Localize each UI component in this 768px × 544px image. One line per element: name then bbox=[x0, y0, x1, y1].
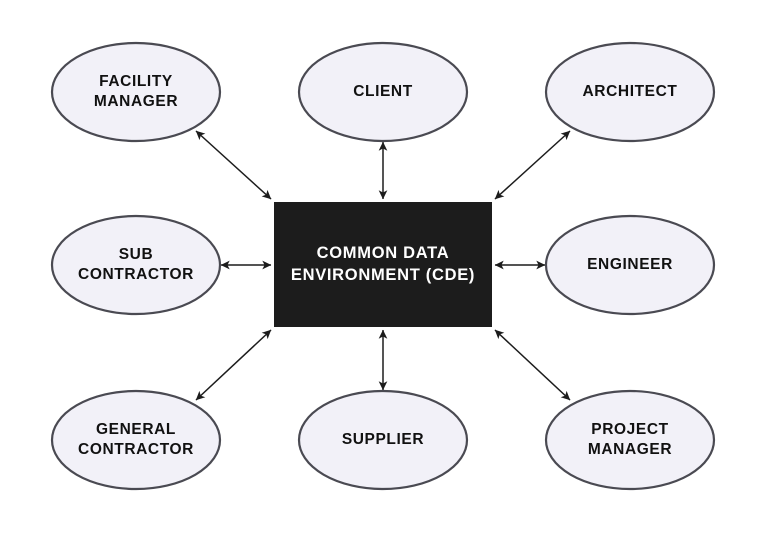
node-shape-sub-contractor[interactable] bbox=[50, 214, 222, 316]
connector-general-contractor bbox=[195, 329, 272, 401]
node-shape-facility-manager[interactable] bbox=[50, 41, 222, 143]
connector-architect bbox=[494, 130, 571, 200]
node-shape-client[interactable] bbox=[297, 41, 469, 143]
node-shape-group bbox=[50, 41, 716, 491]
node-shape-supplier[interactable] bbox=[297, 389, 469, 491]
node-shape-general-contractor[interactable] bbox=[50, 389, 222, 491]
connector-facility-manager bbox=[195, 130, 272, 200]
connector-group bbox=[195, 130, 571, 401]
node-shape-architect[interactable] bbox=[544, 41, 716, 143]
node-shape-engineer[interactable] bbox=[544, 214, 716, 316]
hub-rectangle[interactable] bbox=[274, 202, 492, 327]
node-shape-project-manager[interactable] bbox=[544, 389, 716, 491]
connector-project-manager bbox=[494, 329, 571, 401]
